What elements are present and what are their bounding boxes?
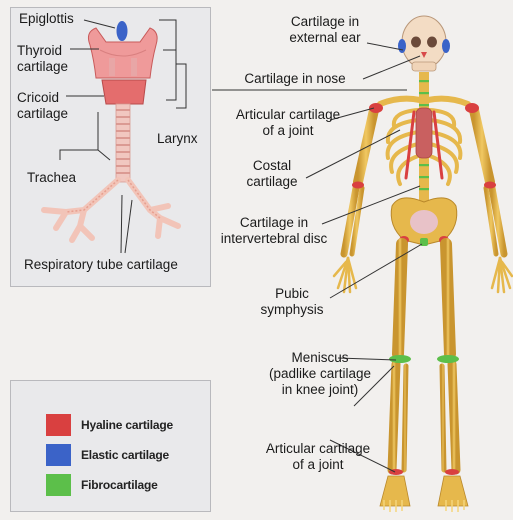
- label-larynx: Larynx: [157, 131, 198, 147]
- legend-label-fibro: Fibrocartilage: [81, 478, 158, 492]
- trachea-shape: [116, 104, 130, 182]
- legend-swatch-elastic: [46, 444, 71, 466]
- label-epiglottis: Epiglottis: [19, 11, 74, 27]
- label-cricoid-cartilage: Cricoid cartilage: [17, 90, 68, 122]
- ear-cartilage-right: [442, 39, 450, 53]
- label-respiratory-tube-cartilage: Respiratory tube cartilage: [24, 257, 178, 273]
- epiglottis-shape: [117, 21, 128, 41]
- legend-label-hyaline: Hyaline cartilage: [81, 418, 173, 432]
- label-trachea: Trachea: [27, 170, 76, 186]
- cricoid-cartilage-shape: [102, 80, 146, 104]
- label-costal-cartilage: Costal cartilage: [232, 158, 312, 190]
- feet-shape: [380, 476, 468, 506]
- sternum-shape: [416, 108, 432, 158]
- right-meniscus-shape: [437, 355, 459, 363]
- label-external-ear-cartilage: Cartilage in external ear: [265, 14, 385, 46]
- label-pubic-symphysis: Pubic symphysis: [252, 286, 332, 318]
- legend-item-hyaline: Hyaline cartilage: [46, 414, 173, 436]
- label-thyroid-cartilage: Thyroid cartilage: [17, 43, 68, 75]
- label-articular-cartilage-top: Articular cartilage of a joint: [218, 107, 358, 139]
- left-meniscus-shape: [389, 355, 411, 363]
- legend-label-elastic: Elastic cartilage: [81, 448, 169, 462]
- legend-item-fibro: Fibrocartilage: [46, 474, 158, 496]
- label-meniscus: Meniscus (padlike cartilage in knee join…: [260, 350, 380, 398]
- legend-swatch-hyaline: [46, 414, 71, 436]
- label-nose-cartilage: Cartilage in nose: [225, 71, 365, 87]
- label-intervertebral-disc: Cartilage in intervertebral disc: [214, 215, 334, 247]
- legend-item-elastic: Elastic cartilage: [46, 444, 169, 466]
- label-articular-cartilage-bottom: Articular cartilage of a joint: [248, 441, 388, 473]
- ear-cartilage-left: [398, 39, 406, 53]
- legend-swatch-fibro: [46, 474, 71, 496]
- right-bronchus-shape: [128, 180, 178, 236]
- hands-shape: [334, 258, 512, 292]
